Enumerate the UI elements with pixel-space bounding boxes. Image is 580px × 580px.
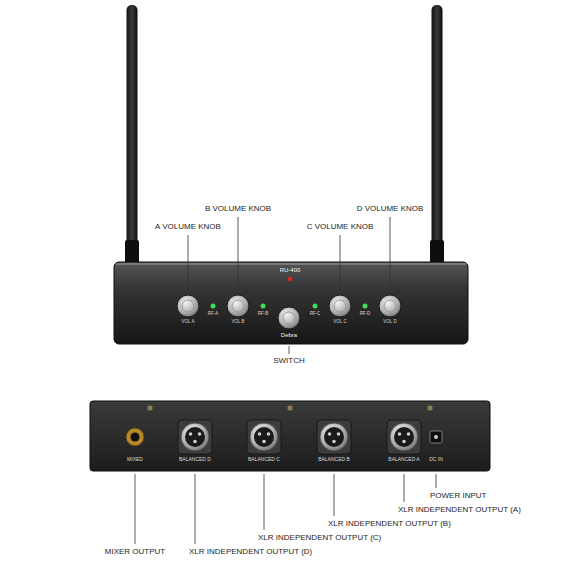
- xlr-pin: [267, 432, 271, 436]
- callout-label: B VOLUME KNOB: [205, 205, 271, 213]
- xlr-flange: [387, 420, 421, 454]
- xlr-pin: [328, 432, 332, 436]
- knob-ring: [232, 300, 244, 312]
- panel-marking: BALANCED B: [318, 457, 350, 462]
- rf-led: [313, 304, 318, 309]
- screw: [427, 405, 433, 411]
- xlr-pin: [262, 440, 266, 444]
- leader-lines: [135, 217, 436, 544]
- knob-ring: [334, 300, 346, 312]
- leader-line: [334, 474, 335, 516]
- antenna: [432, 5, 443, 267]
- xlr-flange: [178, 420, 212, 454]
- knob-ring: [182, 300, 194, 312]
- xlr-pin: [193, 440, 197, 444]
- xlr-connector: [320, 423, 348, 451]
- panel-marking: BALANCED D: [179, 457, 211, 462]
- xlr-pin: [398, 432, 402, 436]
- power-led: [288, 277, 293, 282]
- leader-line: [390, 217, 391, 293]
- phone-jack: [126, 428, 144, 446]
- panel-marking: MIXED: [127, 457, 143, 462]
- panel-marking: DC IN: [429, 457, 443, 462]
- leader-line: [289, 346, 290, 354]
- panel-marking: VOL A: [182, 320, 195, 325]
- rf-led: [211, 304, 216, 309]
- xlr-connector: [250, 423, 278, 451]
- volume-knob: [177, 295, 199, 317]
- xlr-socket: [324, 427, 344, 447]
- screw: [287, 405, 293, 411]
- dc-pin: [434, 435, 438, 439]
- panel-marking: RF-A: [208, 312, 219, 317]
- leader-line: [188, 235, 189, 293]
- panel-marking: VOL B: [231, 320, 244, 325]
- leader-line: [135, 474, 136, 544]
- leader-line: [404, 474, 405, 502]
- edge-highlight: [116, 263, 466, 265]
- leader-line: [436, 474, 437, 488]
- receiver-front: [114, 262, 468, 344]
- antenna: [127, 5, 138, 267]
- panel-marking: VOL D: [383, 320, 396, 325]
- panel-marking: RF-D: [360, 312, 371, 317]
- leader-line: [195, 474, 196, 544]
- volume-knob: [329, 295, 351, 317]
- xlr-pin: [332, 440, 336, 444]
- panel-marking: RF-C: [310, 312, 321, 317]
- rf-led: [363, 304, 368, 309]
- xlr-socket: [254, 427, 274, 447]
- callout-label: XLR INDEPENDENT OUTPUT (B): [328, 520, 451, 528]
- callout-label: SWITCH: [273, 357, 305, 365]
- callout-label: D VOLUME KNOB: [357, 205, 424, 213]
- xlr-flange: [317, 420, 351, 454]
- panel-marking: VOL C: [333, 320, 346, 325]
- leader-line: [340, 235, 341, 293]
- panel-marking: BALANCED A: [388, 457, 419, 462]
- phone-jack-hole: [131, 433, 140, 442]
- callout-label: POWER INPUT: [430, 492, 486, 500]
- leader-line: [238, 217, 239, 293]
- callout-label: C VOLUME KNOB: [307, 223, 374, 231]
- callout-label: XLR INDEPENDENT OUTPUT (A): [398, 506, 521, 514]
- volume-knob: [379, 295, 401, 317]
- panel-marking: BALANCED C: [248, 457, 280, 462]
- xlr-connector: [390, 423, 418, 451]
- xlr-flange: [247, 420, 281, 454]
- xlr-socket: [394, 427, 414, 447]
- power-switch: [278, 307, 300, 329]
- callout-label: XLR INDEPENDENT OUTPUT (D): [189, 548, 312, 556]
- callout-label: A VOLUME KNOB: [155, 223, 221, 231]
- knob-ring: [384, 300, 396, 312]
- xlr-pin: [402, 440, 406, 444]
- xlr-pin: [258, 432, 262, 436]
- brand-logo: Debra: [281, 332, 297, 338]
- xlr-connector: [181, 423, 209, 451]
- screw: [147, 405, 153, 411]
- callout-label: MIXER OUTPUT: [105, 548, 165, 556]
- callout-label: XLR INDEPENDENT OUTPUT (C): [258, 534, 381, 542]
- xlr-pin: [337, 432, 341, 436]
- xlr-pin: [407, 432, 411, 436]
- rf-led: [261, 304, 266, 309]
- panel-marking: RF-B: [258, 312, 269, 317]
- model-marking: RU-400: [280, 267, 301, 273]
- receiver-back: [90, 401, 490, 471]
- xlr-socket: [185, 427, 205, 447]
- leader-line: [264, 474, 265, 530]
- switch-ring: [283, 312, 295, 324]
- xlr-pin: [198, 432, 202, 436]
- xlr-pin: [189, 432, 193, 436]
- dc-jack: [430, 431, 442, 443]
- volume-knob: [227, 295, 249, 317]
